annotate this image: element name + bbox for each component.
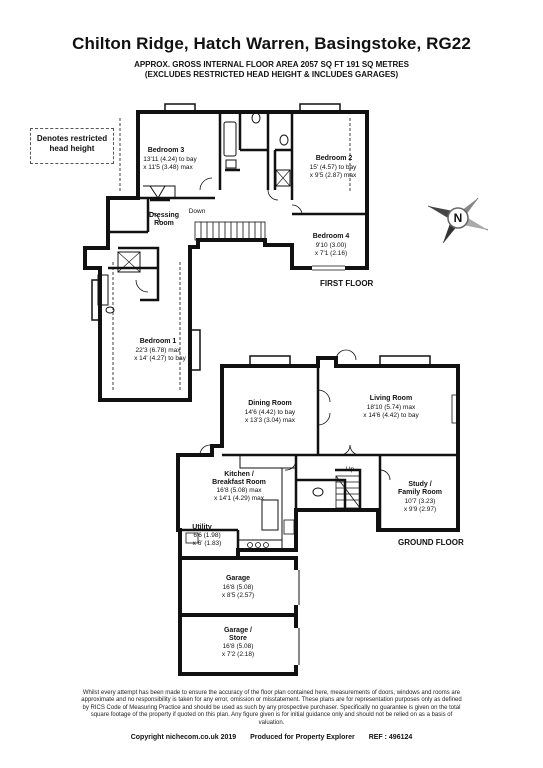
utility-dim2: x 6' (1.83) <box>193 540 222 547</box>
dining-room-dim1: 14'6 (4.42) to bay <box>245 409 296 416</box>
cloakroom-toilet <box>312 487 324 497</box>
stairs-up-label: Up <box>346 466 355 473</box>
first-floor-stairs <box>194 221 266 241</box>
bedroom1-name: Bedroom 1 <box>140 338 177 345</box>
garage-store-name-1: Garage / <box>224 627 252 634</box>
bay-window-living <box>379 355 431 366</box>
shower <box>275 169 291 187</box>
garage-walls <box>178 556 298 676</box>
toilet <box>251 112 261 124</box>
garage-store-dim2: x 7'2 (2.18) <box>222 651 254 658</box>
bedroom1-dim1: 22'3 (6.78) max <box>136 347 182 354</box>
bedroom1-dim2: x 14' (4.27) to bay <box>134 355 187 362</box>
living-room-dim1: 18'10 (5.74) max <box>367 404 416 411</box>
compass: N <box>427 197 489 244</box>
living-room-name: Living Room <box>370 395 412 402</box>
bedroom3-dim2: x 11'5 (3.48) max <box>143 164 193 171</box>
dining-room-dim2: x 13'3 (3.04) max <box>245 417 296 424</box>
fireplace <box>451 394 458 424</box>
bath-tub <box>223 121 237 157</box>
bedroom4-dim2: x 7'1 (2.16) <box>315 250 347 257</box>
bedroom3-name: Bedroom 3 <box>148 147 185 154</box>
kitchen-dim1: 16'8 (5.08) max <box>217 487 263 494</box>
garage-store-name-2: Store <box>229 635 247 642</box>
bedroom1-shower <box>117 251 141 273</box>
garage-store-dim1: 16'8 (5.08) <box>223 643 254 650</box>
bedroom3-dim1: 13'11 (4.24) to bay <box>143 156 197 163</box>
restricted-height-line <box>112 118 351 392</box>
first-floor-interior-walls <box>106 112 367 302</box>
ground-floor-label: GROUND FLOOR <box>398 538 464 547</box>
living-room-dim2: x 14'6 (4.42) to bay <box>363 412 419 419</box>
garage-dim2: x 8'5 (2.57) <box>222 592 254 599</box>
sink <box>283 519 295 535</box>
first-floor-label: FIRST FLOOR <box>320 279 374 288</box>
study-name-2: Family Room <box>398 489 442 496</box>
ground-floor-stairs <box>335 475 361 509</box>
utility-unit <box>185 532 199 544</box>
bedroom2-dim1: 15' (4.57) to bay <box>310 164 358 171</box>
ground-floor-door-arcs <box>199 389 391 481</box>
restricted-height-legend: Denotes restricted head height <box>30 128 114 164</box>
bay-window-dining <box>249 355 291 366</box>
bay-window-bedroom2 <box>299 103 341 112</box>
bedroom2-name: Bedroom 2 <box>316 155 353 162</box>
legend-text-1: Denotes restricted <box>36 134 108 143</box>
page-title: Chilton Ridge, Hatch Warren, Basingstoke… <box>72 34 471 53</box>
utility-dim1: 6'6 (1.98) <box>193 532 220 539</box>
legend-text-2: head height <box>49 144 95 153</box>
dressing-room-label-2: Room <box>154 220 174 227</box>
en-suite-toilet <box>279 134 289 146</box>
kitchen-dim2: x 14'1 (4.29) max <box>214 495 265 502</box>
exclusion-note: (EXCLUDES RESTRICTED HEAD HEIGHT & INCLU… <box>144 70 399 79</box>
copyright-line: Copyright nichecom.co.uk 2019 Produced f… <box>0 734 543 741</box>
stairs-down-label: Down <box>189 208 206 215</box>
produced-for-text: Produced for Property Explorer <box>250 734 355 741</box>
bedroom4-name: Bedroom 4 <box>313 233 350 240</box>
first-floor-plan <box>83 103 369 402</box>
study-dim2: x 9'9 (2.97) <box>404 506 436 513</box>
bay-window-bedroom1 <box>190 329 201 371</box>
kitchen-name-1: Kitchen / <box>224 471 254 478</box>
study-dim1: 10'7 (3.23) <box>405 498 436 505</box>
kitchen-name-2: Breakfast Room <box>212 479 266 486</box>
reference-number: REF : 496124 <box>368 734 413 741</box>
compass-north-label: N <box>454 211 463 225</box>
garage-dim1: 16'8 (5.08) <box>223 584 254 591</box>
bedroom2-dim2: x 9'5 (2.87) max <box>310 172 357 179</box>
basin <box>225 159 237 169</box>
dressing-room-label-1: Dressing <box>149 212 179 219</box>
door-arc <box>135 177 303 293</box>
french-doors <box>335 349 357 361</box>
bedroom1-basin <box>105 306 115 314</box>
disclaimer-text: Whilst every attempt has been made to en… <box>81 690 462 726</box>
ground-floor-outer-wall <box>176 356 460 560</box>
ground-floor-plan <box>176 349 460 676</box>
floor-area-line: APPROX. GROSS INTERNAL FLOOR AREA 2057 S… <box>134 60 409 69</box>
wardrobe <box>143 185 176 199</box>
bedroom4-dim1: 9'10 (3.00) <box>316 242 347 249</box>
hob-ring <box>247 542 253 548</box>
utility-name: Utility <box>192 524 212 531</box>
garage-name: Garage <box>226 575 250 582</box>
copyright-text: Copyright nichecom.co.uk 2019 <box>130 734 237 741</box>
bedroom1-bath <box>97 274 109 306</box>
bay-window-bedroom3 <box>164 103 196 112</box>
dining-room-name: Dining Room <box>248 400 292 407</box>
kitchen-units <box>238 455 295 550</box>
study-name-1: Study / <box>408 481 431 488</box>
